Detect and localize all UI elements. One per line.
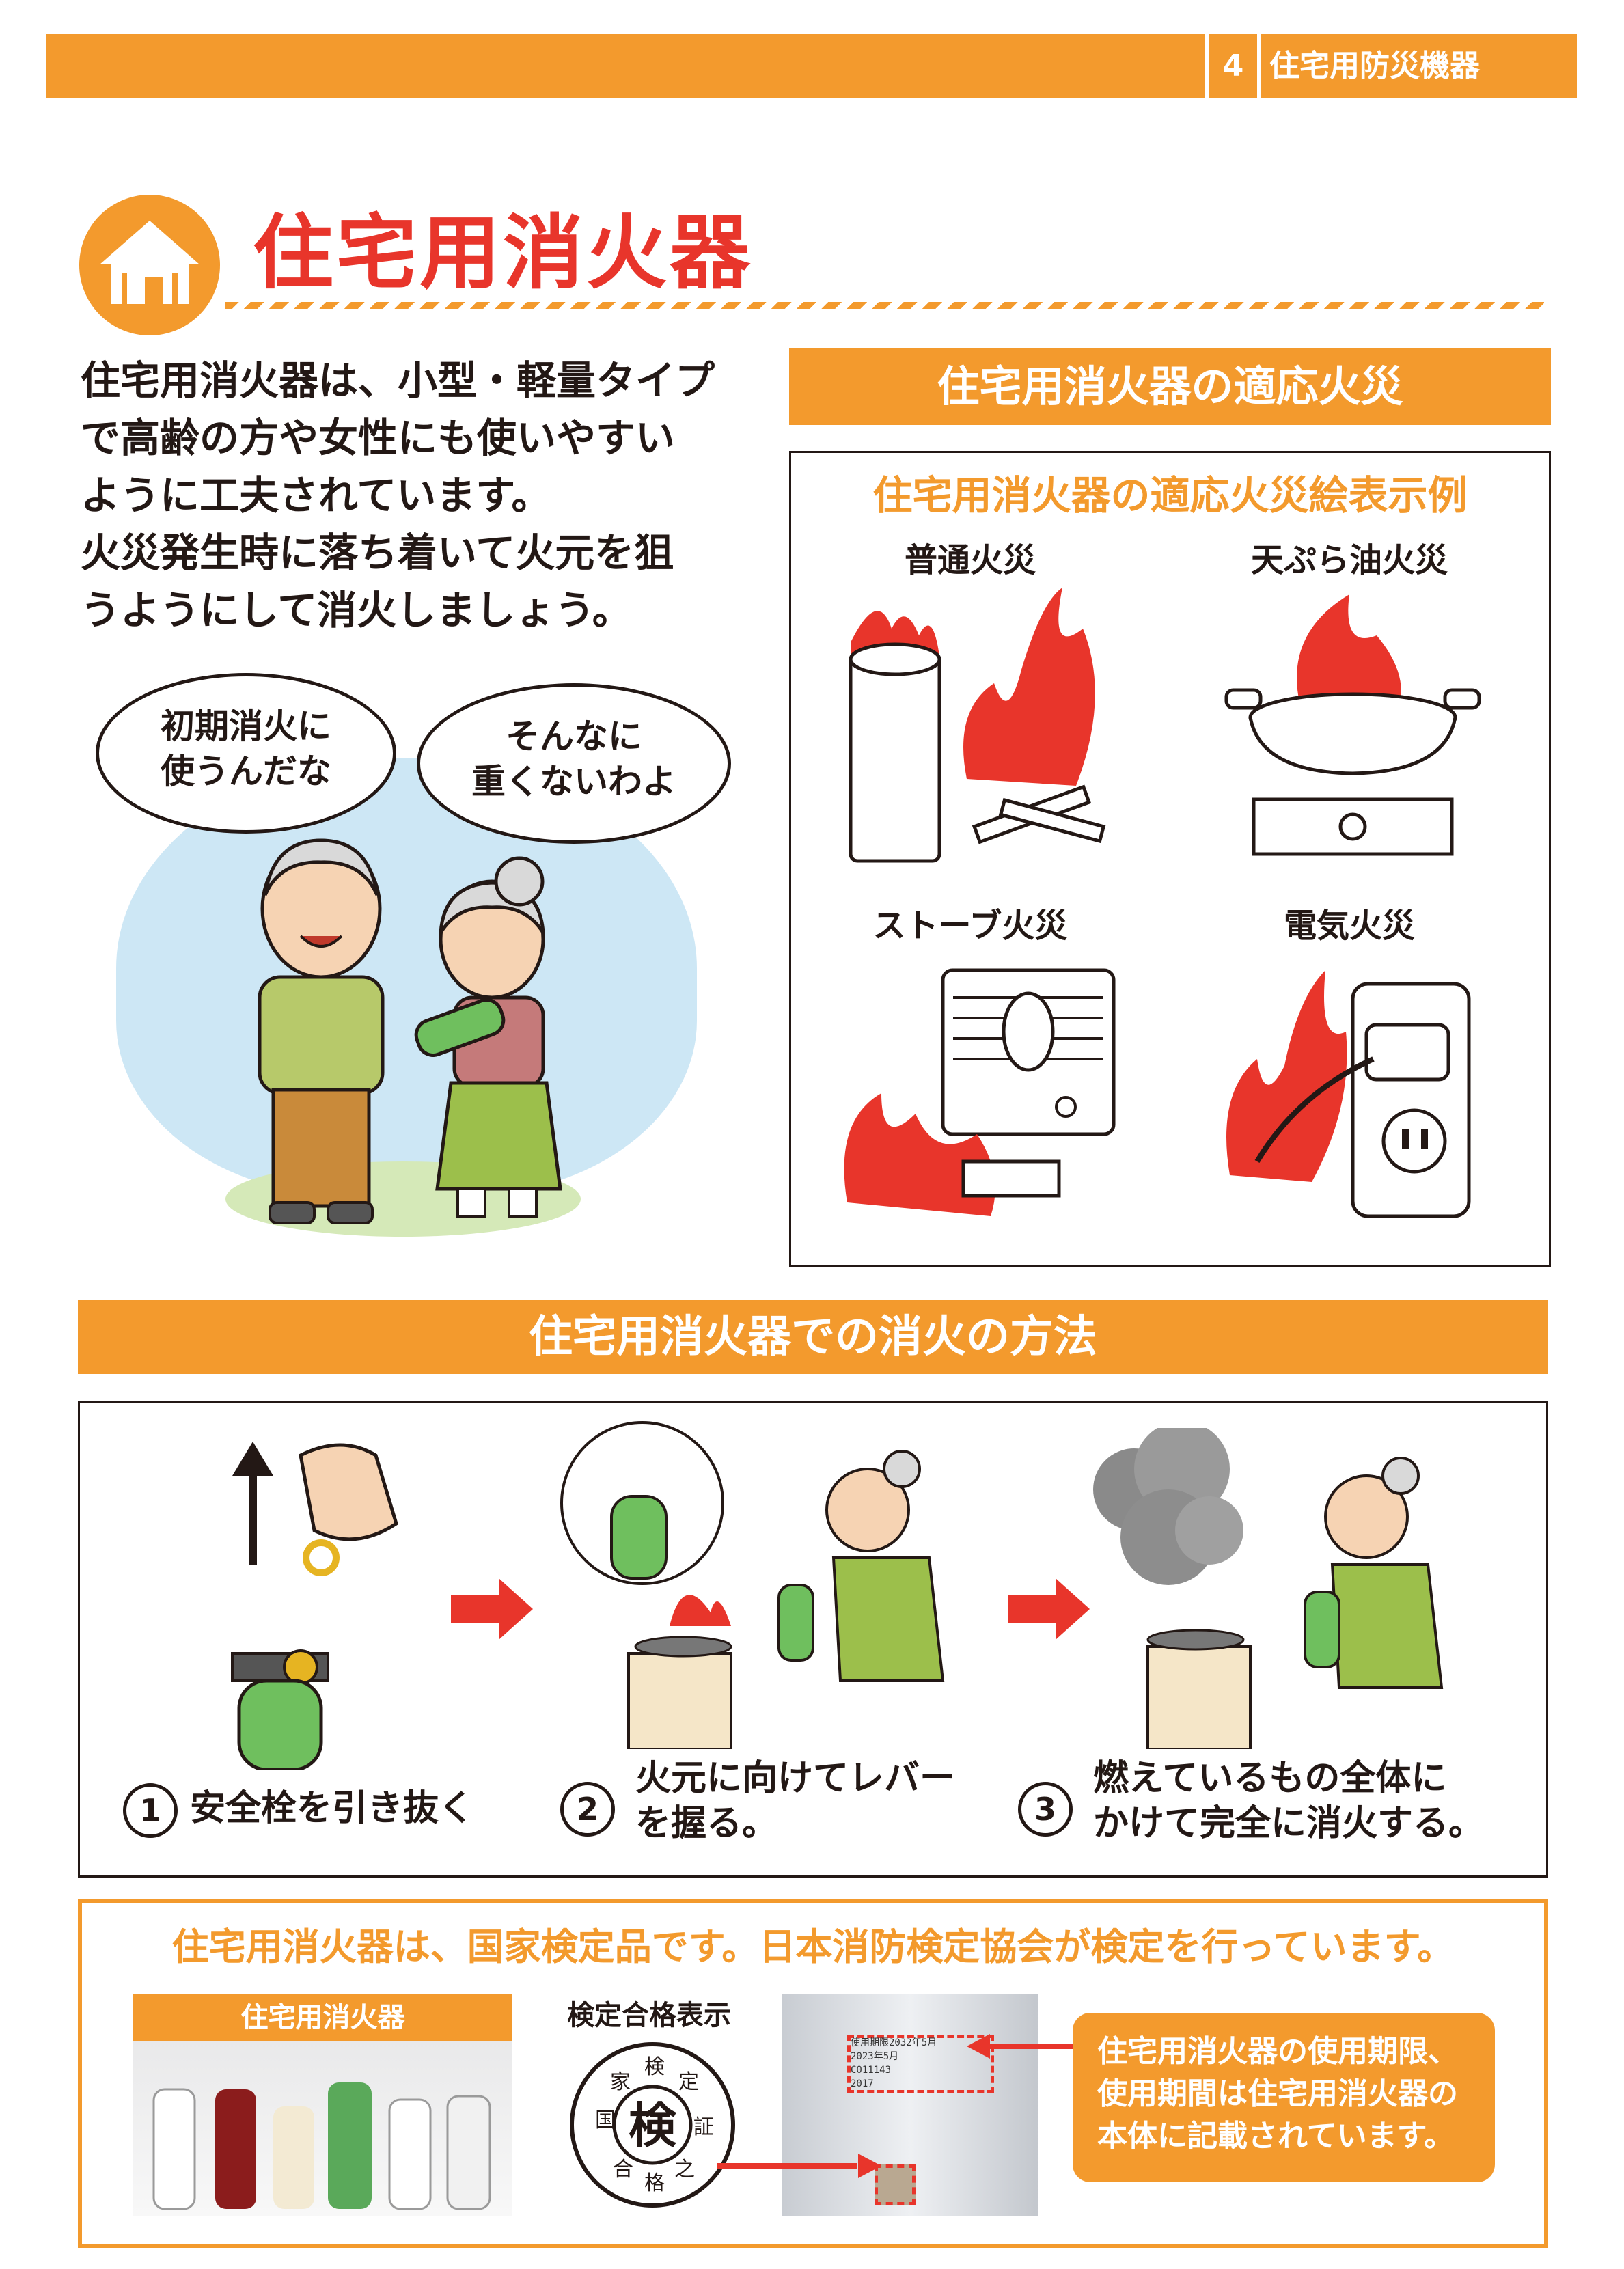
next-arrow-icon — [1008, 1578, 1090, 1640]
step-text: 安全栓を引き抜く — [190, 1788, 475, 1829]
fire-type-label: 普通火災 — [904, 541, 1036, 579]
certification-stamp-icon: 検 国 家 検 定 証 之 格 合 — [570, 2042, 735, 2208]
stamp-ring-char: 定 — [678, 2070, 699, 2094]
fire-type-label: ストーブ火災 — [872, 907, 1068, 945]
method-step-1: 1 安全栓を引き抜く — [123, 1783, 474, 1838]
method-step-3: 3 燃えているもの全体に かけて完全に消火する。 — [1018, 1756, 1484, 1846]
step-number: 3 — [1018, 1782, 1073, 1837]
fire-type-label: 天ぷら油火災 — [1250, 541, 1448, 579]
stamp-ring-char: 証 — [693, 2115, 714, 2139]
stamp-ring-char: 検 — [644, 2055, 665, 2079]
step-text: 火元に向けてレバー — [635, 1758, 956, 1799]
bar-divider — [1205, 34, 1209, 98]
step-text: かけて完全に消火する。 — [1093, 1803, 1485, 1844]
stamp-ring-char: 之 — [674, 2158, 695, 2182]
intro-text: 住宅用消火器は、小型・軽量タイプ で高齢の方や女性にも使いやすい ように工夫され… — [81, 352, 771, 639]
aim-lever-illustration — [560, 1421, 945, 1749]
extinguisher-label-photo: 使用期限2032年5月 2023年5月 C011143 2017 — [782, 1994, 1038, 2216]
label-line: 2023年5月 — [851, 2051, 899, 2062]
stamp-ring-char: 国 — [595, 2108, 616, 2132]
tempura-oil-fire-icon — [1224, 594, 1481, 856]
house-icon — [79, 195, 220, 335]
stamp-ring-char: 格 — [644, 2171, 665, 2195]
stamp-center-char: 検 — [629, 2098, 677, 2154]
method-box — [78, 1401, 1548, 1878]
pointer-arrow-icon — [717, 2154, 881, 2178]
intro-line: で高齢の方や女性にも使いやすい — [81, 415, 676, 461]
adapt-box — [789, 451, 1551, 1267]
fire-type-label: 電気火災 — [1283, 907, 1415, 945]
electrical-fire-icon — [1226, 970, 1471, 1218]
bubble-line: 重くないわよ — [471, 762, 676, 801]
note-line: 住宅用消火器の使用期限、 — [1097, 2034, 1458, 2069]
intro-line: 火災発生時に落ち着いて火元を狙 — [81, 530, 674, 576]
step-number: 2 — [560, 1782, 615, 1837]
bubble-line: そんなに — [506, 717, 642, 756]
step-text: 燃えているもの全体に — [1093, 1758, 1447, 1799]
ordinary-fire-icon — [849, 588, 1106, 863]
bubble-line: 初期消火に — [161, 706, 331, 746]
stove-fire-icon — [844, 968, 1116, 1216]
pointer-arrow-icon — [967, 2034, 1083, 2059]
intro-line: 住宅用消火器は、小型・軽量タイプ — [81, 357, 715, 404]
section-title: 住宅用防災機器 — [1269, 49, 1480, 83]
method-step-2: 2 火元に向けてレバー を握る。 — [560, 1756, 955, 1846]
intro-line: ように工夫されています。 — [81, 472, 551, 519]
speech-bubble-woman: そんなに 重くないわよ — [417, 683, 731, 844]
extinguish-illustration — [1093, 1428, 1444, 1749]
label-line: C011143 — [851, 2065, 892, 2076]
label-line: 使用期限2032年5月 — [851, 2037, 937, 2048]
intro-line: うようにして消火しましょう。 — [81, 587, 632, 633]
step-text: を握る。 — [635, 1803, 778, 1844]
top-section-bar: 4 住宅用防災機器 — [46, 34, 1577, 98]
pull-pin-illustration — [231, 1442, 398, 1770]
certification-text: 住宅用消火器は、国家検定品です。日本消防検定協会が検定を行っています。 — [171, 1925, 1455, 1968]
section-number: 4 — [1222, 49, 1244, 83]
stamp-ring-char: 家 — [610, 2070, 631, 2094]
expiry-note: 住宅用消火器の使用期限、 使用期間は住宅用消火器の 本体に記載されています。 — [1073, 2013, 1495, 2182]
note-line: 本体に記載されています。 — [1097, 2119, 1455, 2154]
bar-divider — [1257, 34, 1261, 98]
product-photo — [133, 2041, 512, 2216]
stamp-ring-char: 合 — [613, 2158, 633, 2182]
elderly-couple-illustration — [258, 838, 562, 1224]
adapt-subtitle: 住宅用消火器の適応火災絵表示例 — [872, 472, 1468, 519]
speech-bubble-man: 初期消火に 使うんだな — [96, 673, 396, 834]
product-photo-label: 住宅用消火器 — [133, 1994, 512, 2041]
step-number: 1 — [123, 1783, 178, 1838]
adapt-section-header: 住宅用消火器の適応火災 — [789, 348, 1551, 425]
method-section-header: 住宅用消火器での消火の方法 — [78, 1300, 1548, 1374]
label-line: 2017 — [851, 2078, 874, 2089]
note-line: 使用期間は住宅用消火器の — [1097, 2076, 1458, 2111]
page-title: 住宅用消火器 — [253, 206, 754, 300]
next-arrow-icon — [451, 1578, 533, 1640]
title-dashed-rule — [225, 302, 1544, 309]
certification-box — [78, 1899, 1548, 2248]
stamp-label: 検定合格表示 — [567, 2000, 731, 2031]
bubble-line: 使うんだな — [161, 752, 331, 791]
